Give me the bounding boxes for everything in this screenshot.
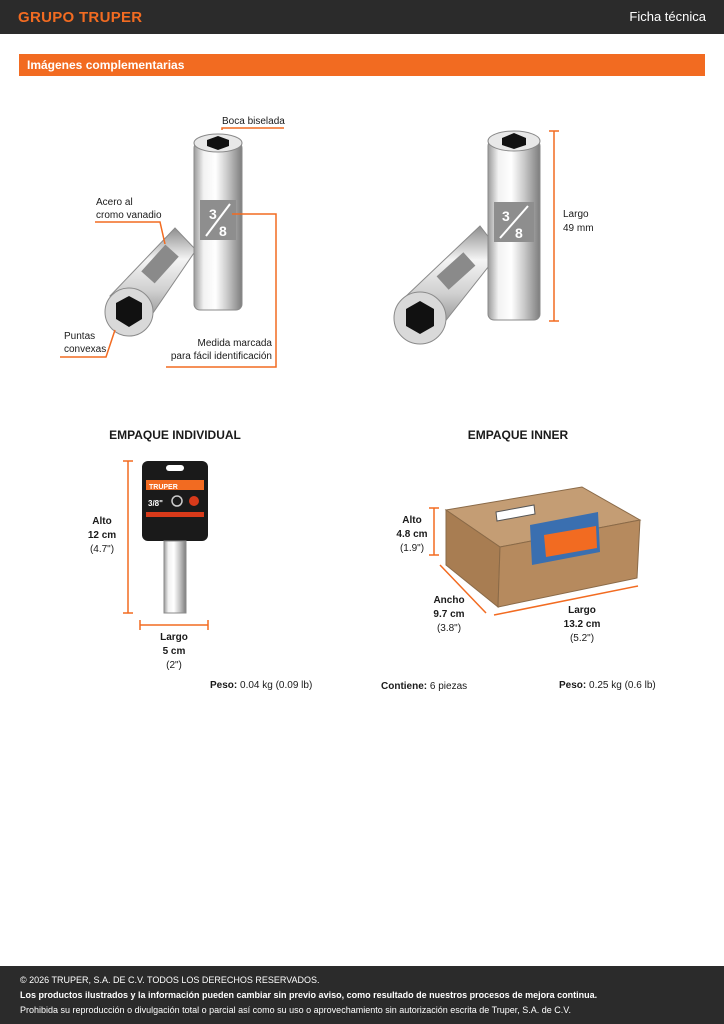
callout-lines-left [60, 127, 284, 368]
inner-alto-in: (1.9") [399, 543, 425, 554]
individual-largo-cm: 5 cm [162, 646, 186, 657]
footer-rights: Prohibida su reproducción o divulgación … [20, 1005, 571, 1015]
socket-standing-left: 3 8 [193, 133, 243, 311]
inner-contents: Contiene: 6 piezas [381, 680, 467, 693]
callout-acero-line1: Acero al [96, 197, 133, 208]
callout-boca: Boca biselada [222, 116, 285, 127]
socket-standing-right: 3 8 [487, 130, 541, 321]
individual-heading: EMPAQUE INDIVIDUAL [109, 428, 241, 442]
callout-puntas-line1: Puntas [64, 331, 96, 342]
individual-alto-in: (4.7") [89, 544, 115, 555]
largo-label: Largo [563, 209, 589, 220]
largo-value: 49 mm [563, 223, 594, 234]
inner-box-illustration [429, 486, 642, 616]
inner-alto-label: Alto [402, 515, 422, 526]
individual-alto-cm: 12 cm [87, 530, 117, 541]
svg-text:3: 3 [502, 208, 510, 224]
svg-text:8: 8 [515, 225, 523, 241]
inner-ancho-cm: 9.7 cm [433, 609, 465, 620]
inner-largo-label: Largo [568, 605, 596, 616]
callout-medida-line1: Medida marcada [197, 338, 272, 349]
inner-ancho-in: (3.8") [436, 623, 462, 634]
document-type: Ficha técnica [629, 9, 706, 24]
socket-lying-right [393, 225, 501, 345]
individual-weight-value: 0.04 kg (0.09 lb) [240, 680, 313, 691]
inner-contents-label: Contiene: [381, 681, 428, 692]
callout-medida-line2: para fácil identificación [170, 351, 272, 362]
individual-alto-label: Alto [92, 516, 112, 527]
section-header: Imágenes complementarias [19, 54, 705, 76]
inner-largo-in: (5.2") [569, 633, 595, 644]
callout-acero-line2: cromo vanadio [96, 210, 162, 221]
brand-logo: GRUPO TRUPER [18, 9, 143, 26]
individual-largo-in: (2") [166, 660, 182, 671]
svg-text:8: 8 [219, 223, 227, 239]
inner-largo-cm: 13.2 cm [563, 619, 601, 630]
inner-weight-value: 0.25 kg (0.6 lb) [589, 680, 656, 691]
top-bar: GRUPO TRUPER Ficha técnica [0, 0, 724, 34]
footer: © 2026 TRUPER, S.A. DE C.V. TODOS LOS DE… [0, 966, 724, 1024]
card-size: 3/8" [148, 499, 163, 508]
inner-weight-label: Peso: [559, 680, 587, 691]
footer-notice: Los productos ilustrados y la informació… [20, 990, 598, 1000]
footer-copyright: © 2026 TRUPER, S.A. DE C.V. TODOS LOS DE… [20, 975, 320, 985]
length-dimension-line [549, 130, 559, 322]
individual-package-illustration [123, 460, 209, 630]
svg-text:3: 3 [209, 206, 217, 222]
callout-puntas-line2: convexas [64, 344, 107, 355]
card-brand: TRUPER [149, 484, 178, 491]
individual-weight-label: Peso: [210, 680, 238, 691]
inner-alto-cm: 4.8 cm [396, 529, 428, 540]
inner-heading: EMPAQUE INNER [467, 428, 569, 442]
inner-ancho-label: Ancho [433, 595, 465, 606]
socket-callout-illustration: 3 8 3 8 [60, 127, 559, 368]
individual-weight: Peso: 0.04 kg (0.09 lb) [210, 679, 312, 692]
section-title: Imágenes complementarias [27, 58, 185, 72]
inner-weight: Peso: 0.25 kg (0.6 lb) [559, 679, 656, 692]
inner-contents-value: 6 piezas [429, 681, 468, 692]
individual-largo-label: Largo [160, 632, 188, 643]
